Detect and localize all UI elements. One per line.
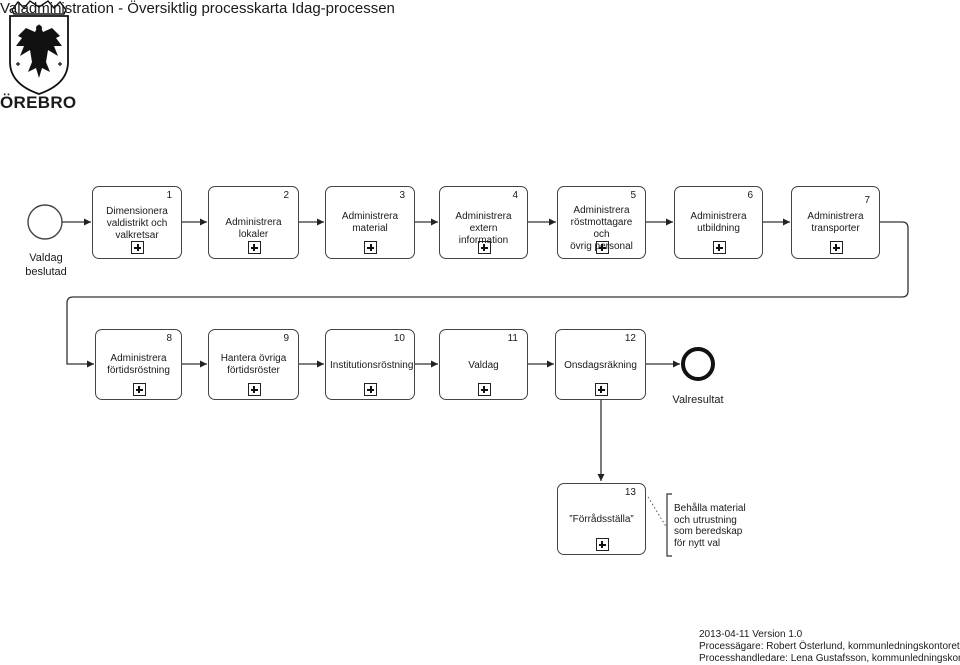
expand-subprocess-icon[interactable] — [132, 383, 146, 396]
task-label-line: Administrera — [807, 211, 864, 222]
task-label-line: röstmottagare och — [570, 217, 633, 240]
task-10[interactable]: 10 Institutionsröstning — [325, 329, 415, 400]
task-label-line: Administrera — [573, 205, 630, 216]
task-label-line: förtidsröstning — [107, 365, 170, 376]
page-title: Valadministration - Översiktlig processk… — [0, 0, 395, 17]
task-4[interactable]: 4 Administrera extern information — [439, 186, 528, 259]
end-event-label: Valresultat — [672, 394, 724, 406]
task-label: Administrera lokaler — [213, 217, 294, 241]
task-11[interactable]: 11 Valdag — [439, 329, 528, 400]
task-label-line: Dimensionera — [106, 206, 168, 217]
expand-subprocess-icon[interactable] — [477, 383, 491, 396]
annotation-line: och utrustning — [674, 514, 737, 526]
task-label-line: transporter — [811, 223, 860, 234]
footer-owner: Processägare: Robert Österlund, kommunle… — [699, 641, 960, 652]
task-number: 9 — [283, 333, 289, 344]
task-label-line: Administrera — [341, 211, 399, 222]
task-label-line: valkretsar — [115, 230, 159, 241]
annotation-bracket — [666, 493, 672, 557]
task-label-line: material — [352, 223, 388, 234]
annotation-association — [647, 496, 668, 529]
annotation-line: som beredskap — [674, 526, 743, 537]
task-label: Administrera extern information — [444, 211, 523, 247]
task-5[interactable]: 5 Administrera röstmottagare och övrig p… — [557, 186, 646, 259]
task-label-line: Valdag — [468, 360, 499, 371]
task-8[interactable]: 8 Administrera förtidsröstning — [95, 329, 182, 400]
task-label-line: Administrera — [110, 353, 167, 364]
expand-subprocess-icon[interactable] — [594, 383, 608, 396]
flow-7-8 — [66, 221, 909, 368]
task-1[interactable]: 1 Dimensionera valdistrikt och valkretsa… — [92, 186, 182, 259]
task-label: ”Förrådsställa” — [562, 514, 641, 526]
task-3[interactable]: 3 Administrera material — [325, 186, 415, 259]
annotation-line: Behålla material — [674, 503, 746, 514]
task-number: 4 — [512, 190, 518, 201]
task-number: 5 — [630, 190, 636, 201]
task-12[interactable]: 12 Onsdagsräkning — [555, 329, 646, 400]
text-annotation: Behålla material och utrustning som bere… — [674, 503, 746, 549]
task-label: Administrera förtidsröstning — [100, 353, 177, 377]
task-label-line: Institutionsröstning — [330, 360, 414, 371]
task-label-line: Administrera extern — [455, 211, 512, 234]
expand-subprocess-icon[interactable] — [364, 383, 377, 396]
expand-subprocess-icon[interactable] — [477, 241, 491, 254]
end-event — [681, 347, 715, 381]
annotation-line: för nytt val — [674, 537, 721, 549]
task-number: 10 — [393, 333, 405, 344]
task-label-line: Hantera övriga — [220, 353, 287, 364]
expand-subprocess-icon[interactable] — [364, 241, 377, 254]
orebro-logo: ÖREBRO — [0, 0, 76, 114]
expand-subprocess-icon[interactable] — [595, 241, 609, 254]
expand-subprocess-icon[interactable] — [712, 241, 726, 254]
task-2[interactable]: 2 Administrera lokaler — [208, 186, 299, 259]
expand-subprocess-icon[interactable] — [247, 383, 261, 396]
task-label: Hantera övriga förtidsröster — [213, 353, 294, 377]
task-label-line: ”Förrådsställa” — [569, 514, 634, 525]
task-number: 1 — [166, 190, 172, 201]
start-event-label-line1: Valdag — [29, 252, 63, 264]
task-label: Administrera utbildning — [679, 211, 758, 235]
task-number: 12 — [624, 333, 636, 344]
start-event-label: Valdag beslutad — [18, 251, 74, 279]
logo-wordmark: ÖREBRO — [0, 93, 77, 112]
task-label: Administrera transporter — [796, 211, 875, 235]
task-7[interactable]: 7 Administrera transporter — [791, 186, 880, 259]
task-number: 2 — [283, 190, 289, 201]
task-label: Onsdagsräkning — [560, 360, 641, 372]
task-label: Institutionsröstning — [330, 360, 414, 372]
task-label-line: Onsdagsräkning — [564, 360, 637, 371]
task-number: 7 — [864, 195, 870, 206]
task-number: 8 — [166, 333, 172, 344]
task-number: 13 — [624, 487, 636, 498]
expand-subprocess-icon[interactable] — [247, 241, 261, 254]
task-label: Valdag — [444, 360, 523, 372]
start-event — [27, 204, 63, 240]
task-label-line: Administrera — [690, 211, 747, 222]
task-13[interactable]: 13 ”Förrådsställa” — [557, 483, 646, 555]
task-label-line: valdistrikt och — [106, 218, 168, 229]
task-label-line: förtidsröster — [227, 365, 280, 376]
task-label-line: information — [458, 235, 509, 246]
footer-version: 2013-04-11 Version 1.0 — [699, 629, 803, 640]
task-number: 6 — [747, 190, 753, 201]
task-number: 3 — [399, 190, 405, 201]
task-label: Dimensionera valdistrikt och valkretsar — [97, 206, 177, 242]
task-number: 11 — [507, 333, 518, 344]
expand-subprocess-icon[interactable] — [829, 241, 843, 254]
task-9[interactable]: 9 Hantera övriga förtidsröster — [208, 329, 299, 400]
expand-subprocess-icon[interactable] — [131, 241, 144, 254]
task-label-line: utbildning — [697, 223, 740, 234]
start-event-label-line2: beslutad — [25, 266, 67, 278]
task-6[interactable]: 6 Administrera utbildning — [674, 186, 763, 259]
task-label-line: Administrera lokaler — [225, 217, 282, 240]
expand-subprocess-icon[interactable] — [595, 538, 609, 551]
footer-handler: Processhandledare: Lena Gustafsson, komm… — [699, 653, 960, 664]
task-label: Administrera material — [330, 211, 410, 235]
